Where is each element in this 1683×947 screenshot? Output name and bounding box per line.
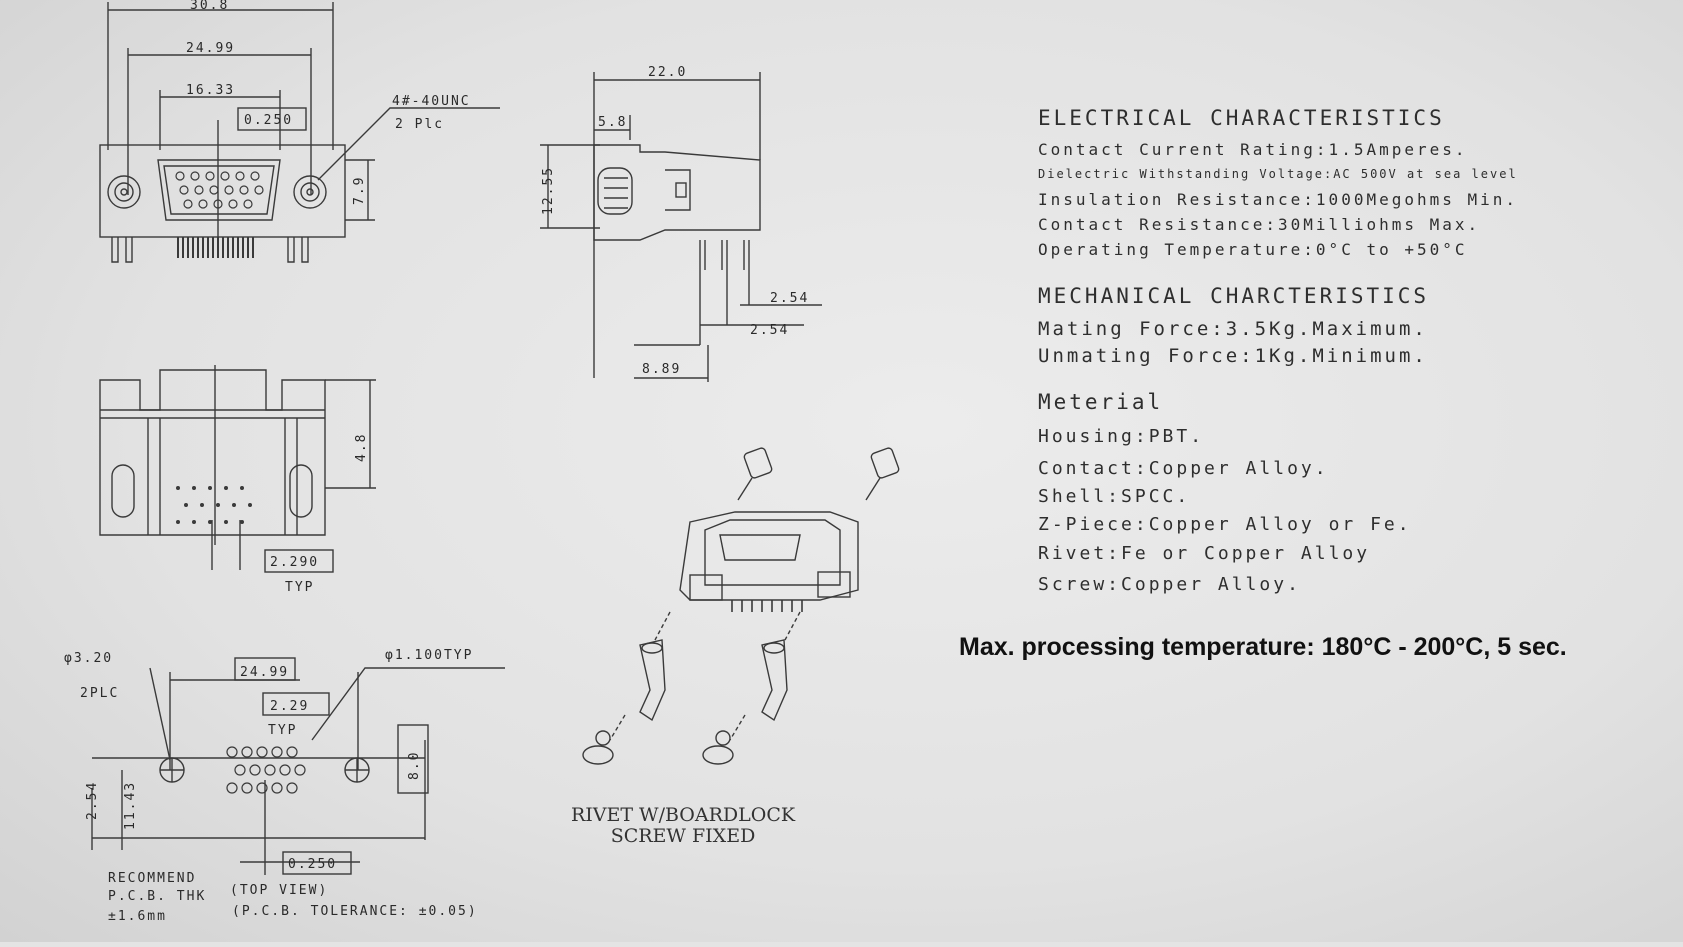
dim-label: TYP (268, 723, 297, 738)
dim-label: 24.99 (186, 41, 235, 56)
dim-label: 8.89 (642, 362, 681, 377)
spec-line: Screw:Copper Alloy. (1038, 574, 1301, 595)
exploded-view (582, 447, 900, 765)
mechanical-heading: MECHANICAL CHARCTERISTICS (1038, 284, 1430, 308)
dim-label: 30.8 (190, 0, 229, 13)
spec-line: Mating Force:3.5Kg.Maximum. (1038, 318, 1428, 340)
dim-label: 0.250 (244, 113, 293, 128)
caption-line: RIVET W/BOARDLOCK (570, 804, 796, 826)
dim-label: φ3.20 (64, 651, 113, 666)
dim-label: 22.0 (648, 65, 687, 80)
pcb-note: (P.C.B. TOLERANCE: ±0.05) (232, 904, 478, 919)
spec-line: Dielectric Withstanding Voltage:AC 500V … (1038, 167, 1518, 181)
dim-label: 2PLC (80, 686, 119, 701)
spec-line: Contact Current Rating:1.5Amperes. (1038, 140, 1468, 159)
pcb-note: (TOP VIEW) (230, 883, 328, 898)
pcb-layout (91, 657, 505, 875)
dim-label: 2 Plc (395, 117, 444, 132)
dim-label: 2.54 (85, 781, 100, 820)
dim-label: 2.54 (770, 291, 809, 306)
spec-line: Rivet:Fe or Copper Alloy (1038, 543, 1371, 564)
dim-label: 7.9 (352, 176, 367, 205)
caption-line: SCREW FIXED (610, 825, 756, 847)
dim-label: 12.55 (541, 166, 556, 215)
spec-line: Unmating Force:1Kg.Minimum. (1038, 345, 1428, 367)
dim-label: 16.33 (186, 83, 235, 98)
spec-line: Contact Resistance:30Milliohms Max. (1038, 215, 1481, 234)
processing-temperature-note: Max. processing temperature: 180°C - 200… (959, 633, 1567, 661)
dim-label: 2.290 (270, 555, 319, 570)
pcb-note: ±1.6mm (108, 909, 167, 924)
dim-label: 24.99 (240, 665, 289, 680)
spec-line: Z-Piece:Copper Alloy or Fe. (1038, 514, 1412, 535)
spec-line: Insulation Resistance:1000Megohms Min. (1038, 190, 1519, 209)
dim-label: 0.250 (288, 857, 337, 872)
dim-label: 5.8 (598, 115, 627, 130)
spec-line: Housing:PBT. (1038, 426, 1205, 447)
dim-label: 4.8 (354, 433, 369, 462)
dim-label: 4#-40UNC (392, 94, 471, 109)
front-view (99, 2, 500, 263)
spec-line: Operating Temperature:0°C to +50°C (1038, 240, 1468, 259)
exploded-view-caption: RIVET W/BOARDLOCK SCREW FIXED (548, 805, 818, 847)
dim-label: 2.29 (270, 699, 309, 714)
dim-label: 2.54 (750, 323, 789, 338)
pcb-note: P.C.B. THK (108, 889, 206, 904)
dim-label: 11.43 (123, 781, 138, 830)
pcb-note: RECOMMEND (108, 871, 196, 886)
spec-line: Shell:SPCC. (1038, 486, 1191, 507)
dim-label: TYP (285, 580, 314, 595)
dim-label: φ1.100TYP (385, 648, 473, 663)
spec-line: Contact:Copper Alloy. (1038, 458, 1329, 479)
dim-label: 8.0 (407, 751, 422, 780)
electrical-heading: ELECTRICAL CHARACTERISTICS (1038, 106, 1445, 130)
material-heading: Meterial (1038, 390, 1164, 414)
bottom-view (99, 365, 376, 573)
side-view (540, 72, 822, 382)
